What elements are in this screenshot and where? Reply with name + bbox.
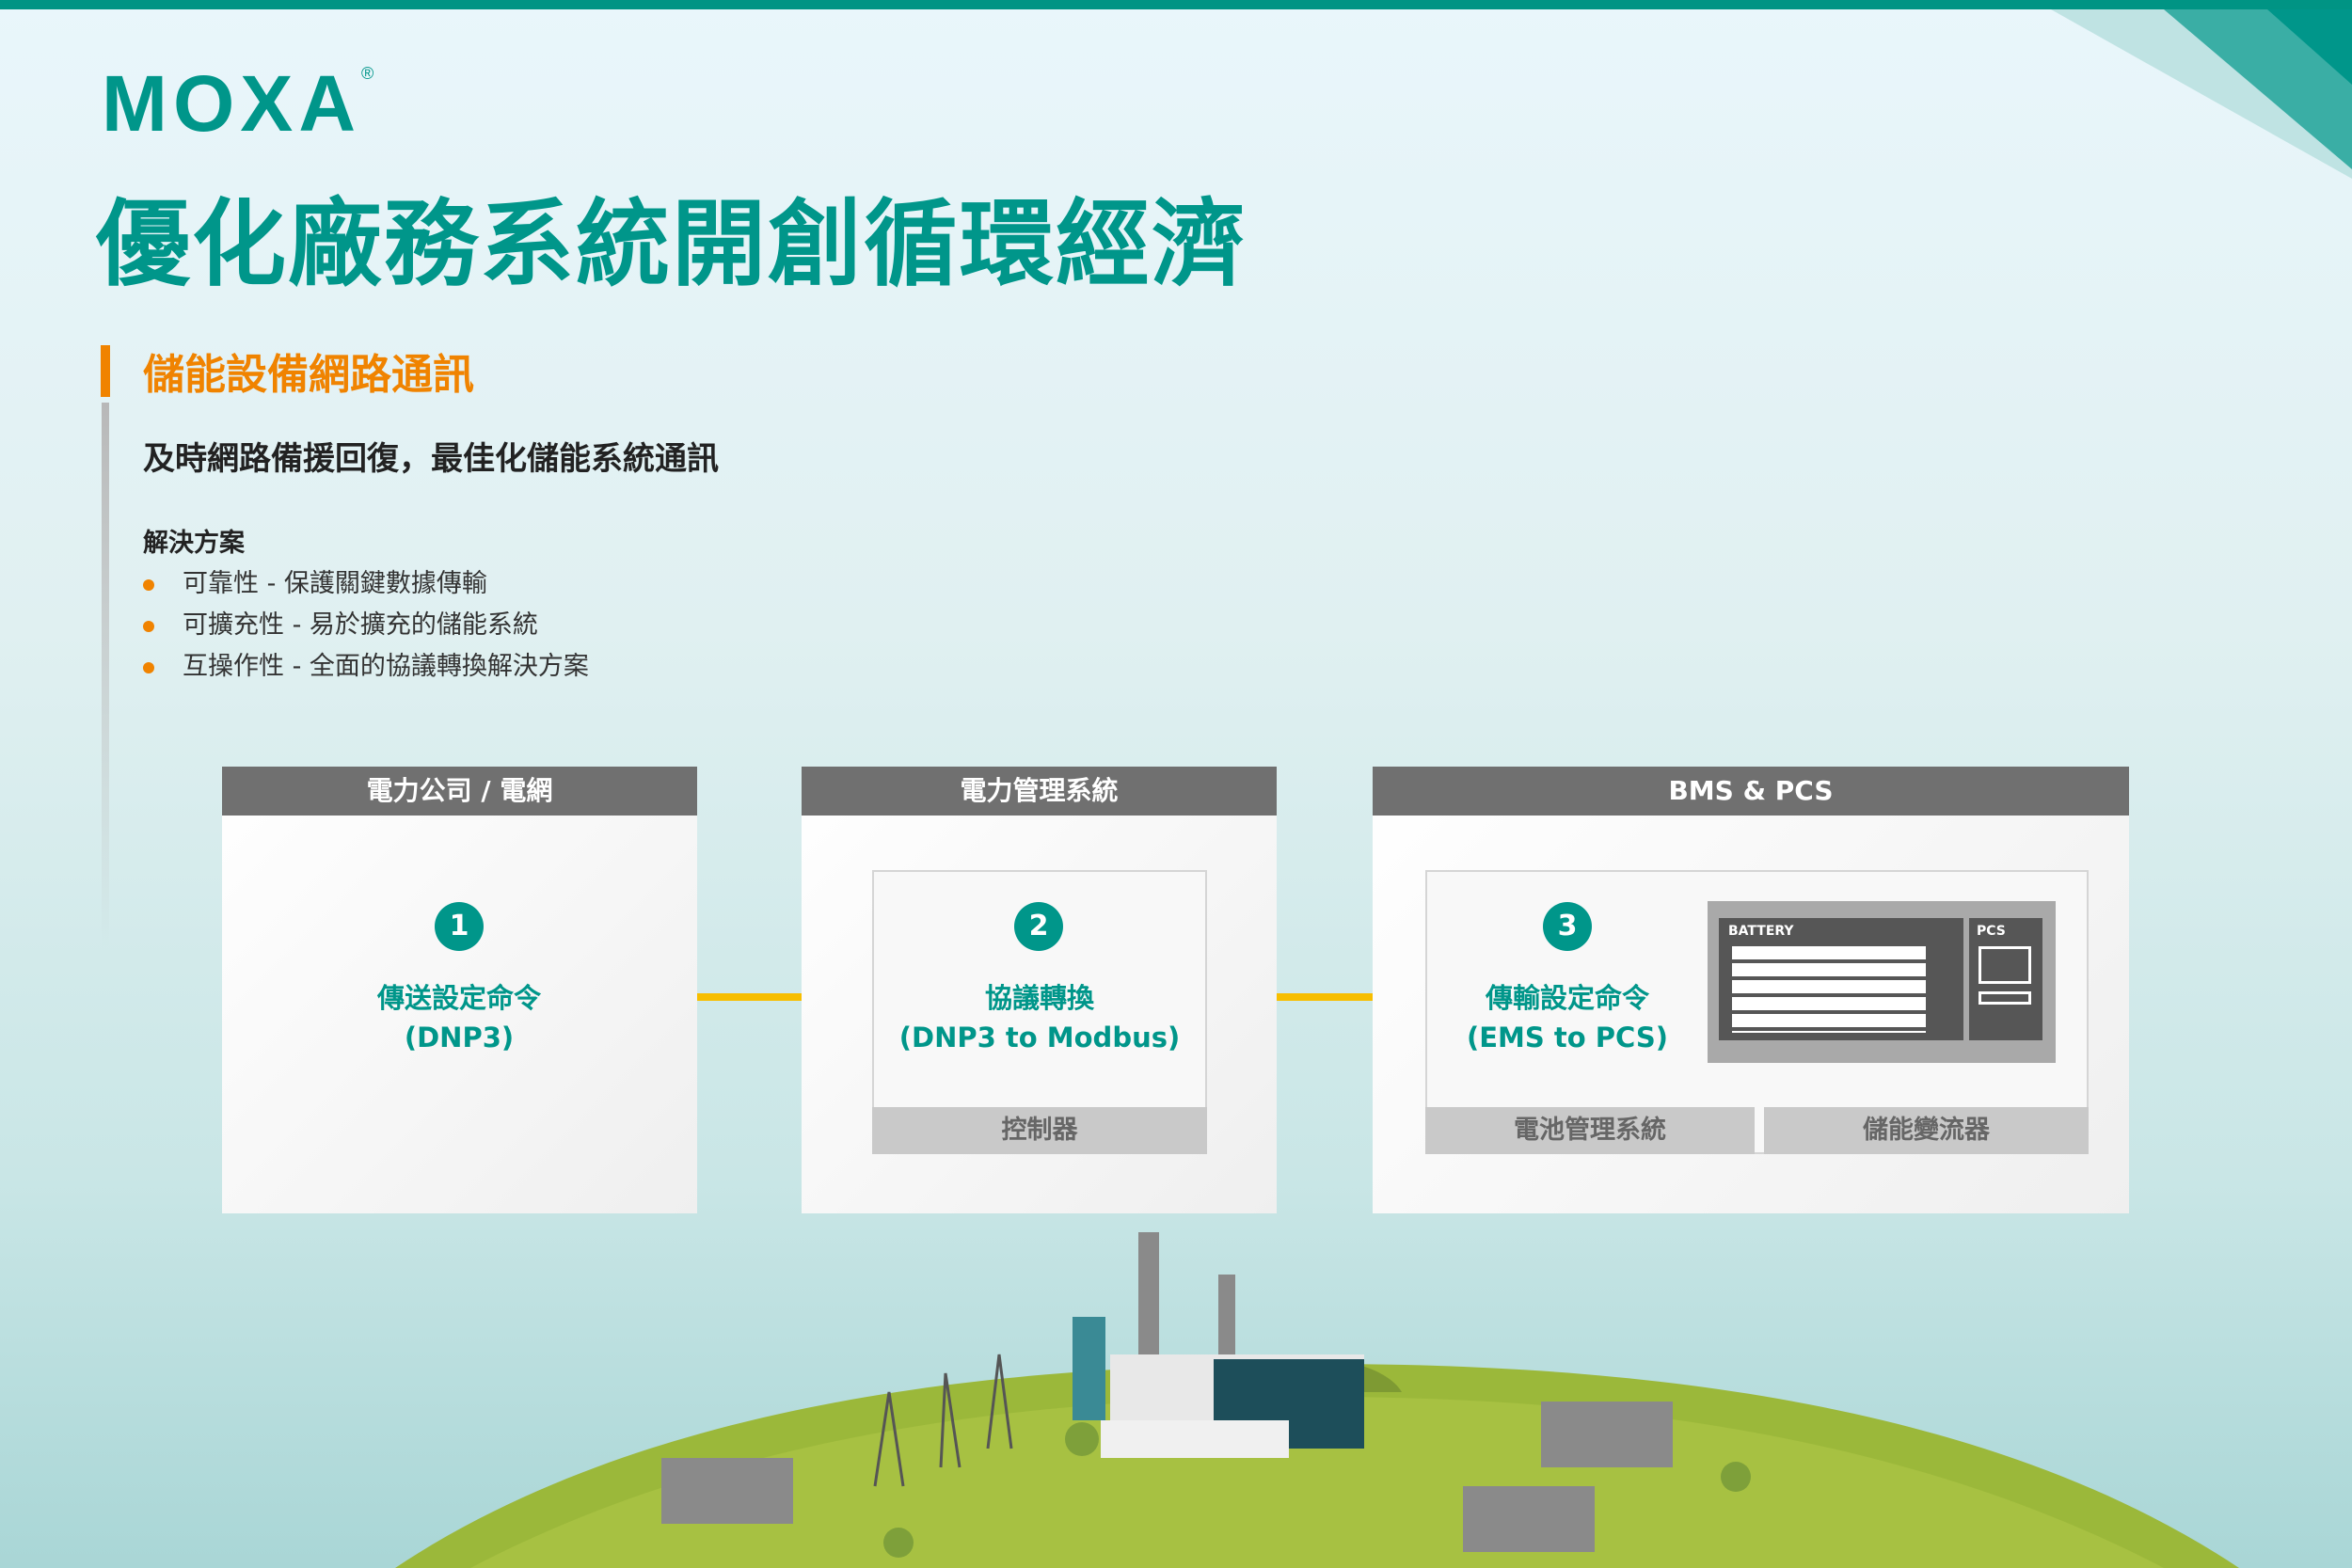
battery-label: BATTERY xyxy=(1728,924,1794,939)
bullet-item: 可擴充性 - 易於擴充的儲能系統 xyxy=(143,604,538,641)
section-heading: 儲能設備網路通訊 xyxy=(143,351,474,399)
moxa-logo: MOXA® xyxy=(102,59,380,148)
step-badge: 3 xyxy=(1543,902,1592,951)
step-badge: 1 xyxy=(435,902,484,951)
step-label: 協議轉換(DNP3 to Modbus) xyxy=(898,982,1181,1053)
connector-line xyxy=(597,993,875,1001)
bullet-icon xyxy=(143,620,154,632)
section-subtitle: 及時網路備援回復，最佳化儲能系統通訊 xyxy=(143,440,719,478)
bullet-item: 互操作性 - 全面的協議轉換解決方案 xyxy=(143,645,589,682)
bms-label: 電池管理系統 xyxy=(1425,1107,1755,1154)
battery-pcs-cabinet-icon: BATTERY PCS xyxy=(1708,901,2056,1063)
landscape-illustration xyxy=(395,1232,2239,1568)
panel-header: BMS & PCS xyxy=(1373,767,2129,816)
divider xyxy=(102,403,109,948)
panel-header: 電力管理系統 xyxy=(802,767,1277,816)
step-label: 傳輸設定命令(EMS to PCS) xyxy=(1466,982,1668,1053)
connector-line xyxy=(1207,993,1425,1001)
pcs-label-icon: PCS xyxy=(1977,924,2006,939)
bullet-icon xyxy=(143,661,154,673)
panel-header: 電力公司 / 電網 xyxy=(222,767,697,816)
battery-unit-small xyxy=(661,1402,1673,1552)
panel-utility-grid: 電力公司 / 電網 1 傳送設定命令(DNP3) xyxy=(222,767,697,1213)
pcs-label: 儲能變流器 xyxy=(1764,1107,2089,1154)
bullet-icon xyxy=(143,578,154,591)
top-accent-bar xyxy=(0,0,2352,9)
controller-label: 控制器 xyxy=(872,1107,1207,1154)
step-label: 傳送設定命令(DNP3) xyxy=(376,982,541,1053)
step-badge: 2 xyxy=(1014,902,1063,951)
corner-decoration xyxy=(2051,9,2352,179)
heading-accent xyxy=(101,345,110,397)
solutions-label: 解決方案 xyxy=(143,529,245,558)
bullet-item: 可靠性 - 保護關鍵數據傳輸 xyxy=(143,562,487,599)
page-title: 優化廠務系統開創循環經濟 xyxy=(96,189,1248,299)
